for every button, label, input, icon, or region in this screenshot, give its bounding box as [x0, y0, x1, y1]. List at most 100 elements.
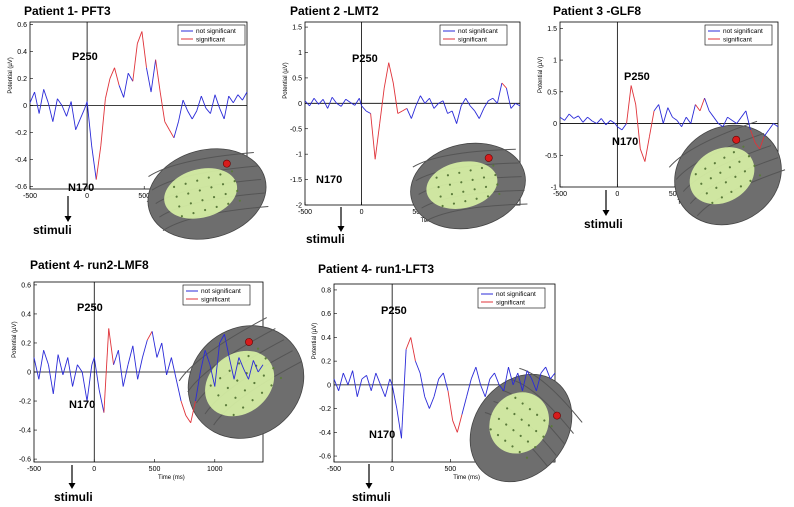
- erp-segment-not-significant: [228, 95, 234, 104]
- electrode-contact: [720, 196, 723, 199]
- erp-segment-not-significant: [38, 89, 45, 114]
- erp-segment-not-significant: [66, 101, 72, 117]
- erp-segment-not-significant: [496, 82, 503, 104]
- erp-segment-not-significant: [358, 98, 363, 107]
- electrode-contact: [739, 185, 743, 188]
- p250-annotation: P250: [352, 53, 378, 65]
- electrode-contact: [715, 186, 718, 189]
- electrode-contact: [221, 183, 225, 186]
- erp-segment-significant: [379, 88, 385, 124]
- electrode-contact: [749, 179, 752, 182]
- erp-segment-significant: [146, 331, 153, 341]
- erp-segment-not-significant: [52, 354, 59, 394]
- x-tick-label: 500: [138, 193, 150, 200]
- electrode-contact: [528, 408, 531, 411]
- y-tick-label: 1: [553, 58, 557, 65]
- erp-segment-not-significant: [48, 364, 54, 394]
- p250-annotation: P250: [72, 51, 98, 63]
- erp-segment-not-significant: [415, 360, 421, 374]
- electrode-contact: [460, 181, 463, 184]
- legend-label-significant: significant: [201, 297, 230, 304]
- electrode-contact: [521, 402, 524, 405]
- erp-segment-significant: [410, 337, 416, 362]
- erp-segment-significant: [155, 59, 161, 93]
- y-tick-label: -0.4: [19, 428, 31, 435]
- erp-segment-not-significant: [582, 116, 588, 123]
- erp-segment-significant: [100, 98, 106, 146]
- erp-segment-not-significant: [175, 379, 182, 402]
- chart-title: Patient 1- PFT3: [24, 4, 111, 18]
- brain-electrode-inset: [147, 148, 269, 240]
- electrode-contact: [496, 433, 500, 437]
- electrode-contact: [475, 197, 478, 200]
- erp-segment-not-significant: [713, 116, 719, 124]
- erp-segment-not-significant: [173, 121, 179, 138]
- erp-segment-not-significant: [763, 129, 770, 137]
- y-tick-label: 0.8: [321, 287, 331, 294]
- electrode-contact: [175, 195, 178, 198]
- erp-segment-not-significant: [91, 145, 97, 180]
- plot-frame: [559, 21, 779, 188]
- erp-segment-not-significant: [722, 116, 728, 127]
- erp-segment-significant: [185, 415, 192, 424]
- erp-segment-significant: [374, 123, 381, 160]
- brain-sulcus: [510, 378, 574, 434]
- erp-segment-not-significant: [43, 89, 49, 103]
- erp-segment-not-significant: [178, 100, 184, 122]
- legend-label-not-significant: not significant: [196, 28, 236, 35]
- stimuli-arrow-head: [68, 483, 76, 489]
- erp-segment-not-significant: [336, 102, 342, 107]
- p250-annotation: P250: [624, 71, 650, 83]
- brain-electrode-inset: [178, 317, 305, 439]
- electrode-contact: [542, 435, 545, 438]
- electrode-grid-area: [205, 350, 275, 417]
- erp-segment-significant: [370, 113, 376, 160]
- legend-label-not-significant: not significant: [201, 288, 241, 295]
- erp-segment-not-significant: [150, 59, 157, 93]
- erp-segment-not-significant: [191, 110, 198, 120]
- erp-segment-not-significant: [396, 408, 402, 439]
- erp-segment-not-significant: [187, 110, 193, 120]
- erp-segment-not-significant: [86, 364, 93, 402]
- x-tick-label: -500: [23, 193, 37, 200]
- erp-segment-not-significant: [568, 113, 575, 119]
- electrode-contact: [247, 354, 250, 358]
- electrode-contact: [242, 406, 245, 409]
- erp-segment-not-significant: [384, 378, 391, 397]
- erp-segment-not-significant: [424, 97, 430, 104]
- electrode-grid-area: [164, 168, 238, 219]
- electrode-contact: [219, 173, 222, 176]
- y-axis-label: Potential (µV): [283, 62, 289, 98]
- y-tick-label: -1.5: [290, 177, 302, 184]
- erp-segment-not-significant: [505, 87, 512, 109]
- y-tick-label: 1.5: [292, 25, 302, 32]
- electrode-contact: [730, 190, 733, 193]
- electrode-contact: [233, 180, 236, 183]
- erp-segment-not-significant: [34, 91, 40, 114]
- erp-segment-not-significant: [515, 102, 521, 107]
- erp-segment-not-significant: [685, 116, 692, 124]
- electrode-contact: [743, 170, 747, 173]
- electrode-contact: [201, 199, 204, 202]
- electrode-contact: [482, 176, 486, 179]
- electrode-contact: [458, 171, 461, 174]
- erp-segment-significant: [644, 136, 650, 162]
- electrode-contact: [535, 429, 538, 433]
- erp-segment-not-significant: [309, 98, 315, 107]
- erp-segment-not-significant: [461, 396, 468, 415]
- electrode-contact: [237, 362, 241, 365]
- electrode-contact: [486, 195, 490, 198]
- erp-segment-not-significant: [681, 116, 687, 127]
- n170-annotation: N170: [612, 136, 638, 148]
- erp-segment-significant: [699, 98, 705, 111]
- electrode-contact: [527, 424, 531, 427]
- electrode-contact: [224, 192, 227, 196]
- y-tick-label: -1: [551, 185, 557, 192]
- erp-segment-not-significant: [170, 357, 177, 380]
- erp-segment-significant: [695, 104, 701, 112]
- erp-segment-not-significant: [415, 95, 421, 107]
- erp-segment-not-significant: [406, 108, 412, 119]
- chart-panel-1: Patient 1- PFT3-50005001000-0.6-0.4-0.20…: [8, 4, 269, 240]
- erp-segment-not-significant: [375, 372, 381, 386]
- plot-frame: [304, 21, 521, 206]
